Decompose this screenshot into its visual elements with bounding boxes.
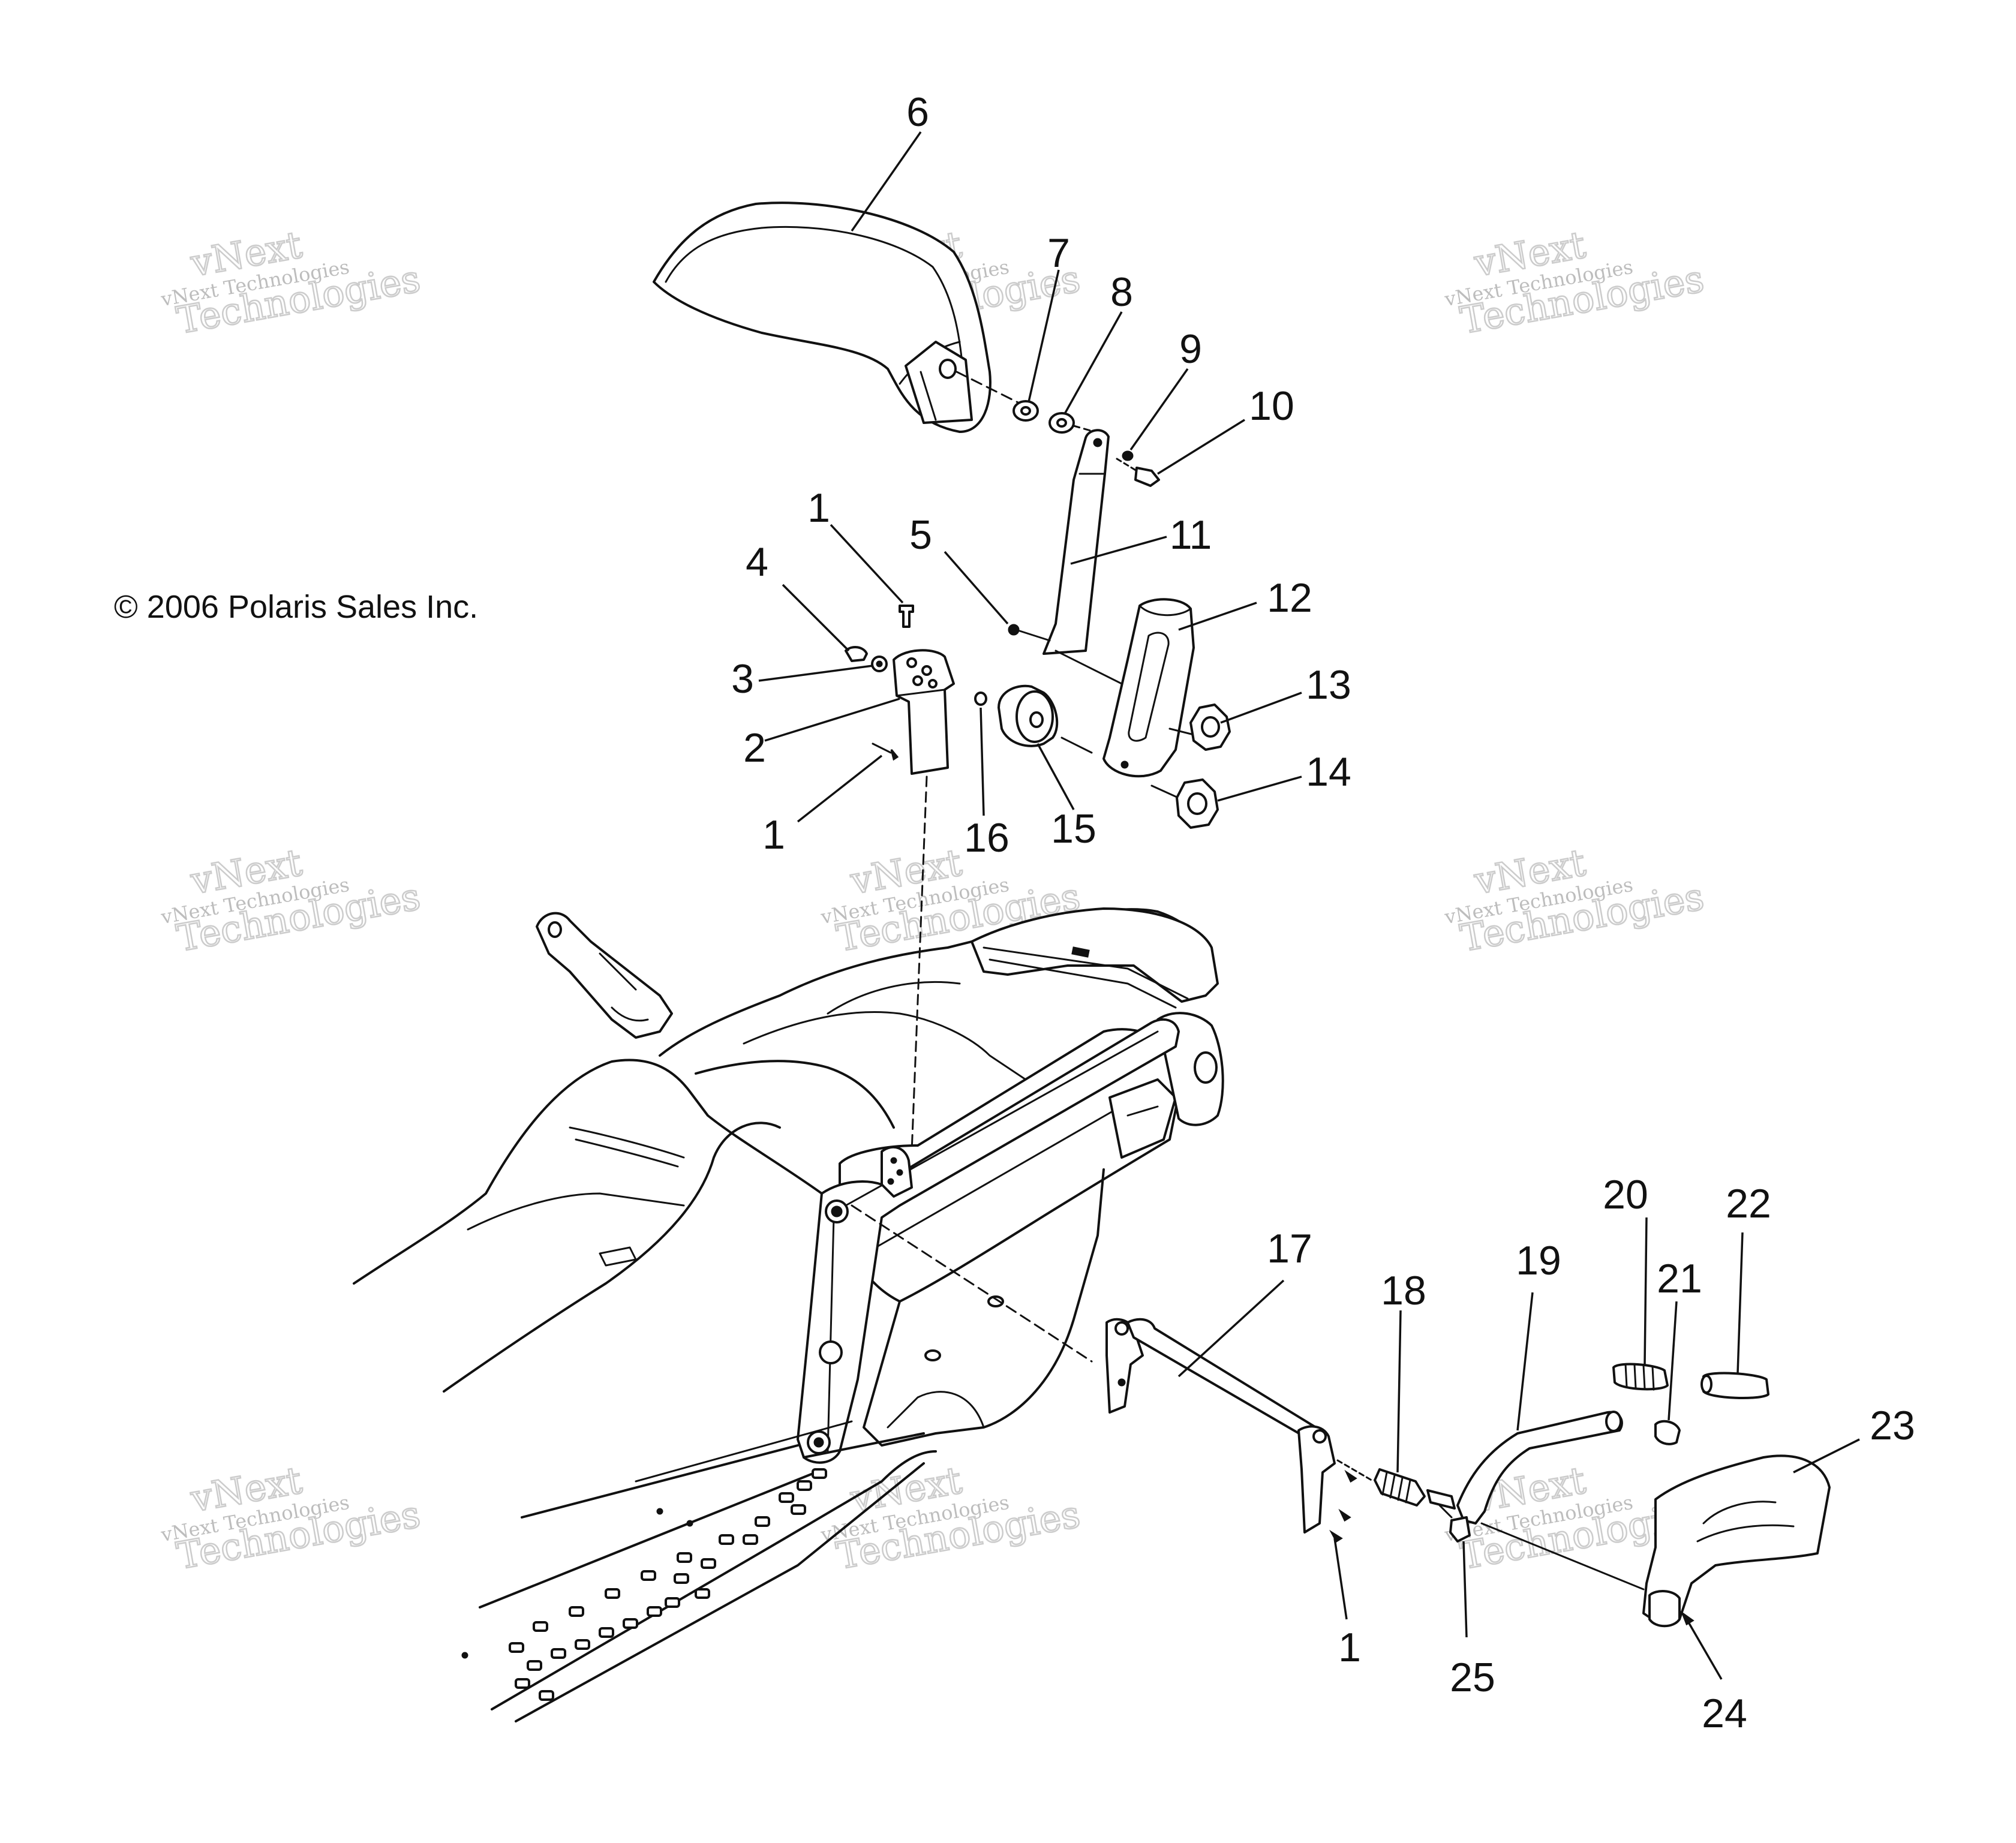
callout-10: 10: [1249, 383, 1294, 429]
callout-16: 16: [964, 815, 1009, 861]
callout-11: 11: [1170, 512, 1212, 558]
callout-20: 20: [1603, 1172, 1648, 1217]
callout-24: 24: [1702, 1691, 1747, 1736]
snowmobile-seat-assembly: [353, 907, 1224, 1722]
part-grab-bar-assembly: [851, 1204, 1831, 1628]
callout-labels: 6 7 8 9 10 11 5 12 13 14 1 4 3 2 1 16 15…: [731, 89, 1915, 1736]
callout-19: 19: [1516, 1238, 1561, 1283]
callout-3: 3: [731, 656, 754, 702]
callout-23: 23: [1870, 1403, 1915, 1448]
callout-18: 18: [1381, 1268, 1426, 1313]
copyright-notice: © 2006 Polaris Sales Inc.: [114, 589, 478, 625]
callout-1-lower: 1: [762, 812, 785, 858]
part-knob-14: [1150, 778, 1219, 829]
callout-8: 8: [1110, 269, 1133, 315]
watermark-8: vNext vNext Technologies Technologies: [819, 1457, 1084, 1579]
callout-12: 12: [1267, 575, 1312, 621]
watermark-7: vNext vNext Technologies Technologies: [159, 1457, 425, 1579]
callout-14: 14: [1306, 749, 1351, 795]
callout-4: 4: [746, 539, 768, 585]
callout-9: 9: [1179, 326, 1202, 372]
callout-13: 13: [1306, 662, 1351, 708]
callout-1-bottom: 1: [1338, 1625, 1361, 1670]
callout-25: 25: [1450, 1655, 1495, 1700]
part-mount-bracket: [845, 605, 987, 1153]
callout-15: 15: [1051, 806, 1096, 852]
callout-1-top: 1: [807, 485, 830, 531]
callout-17: 17: [1267, 1226, 1312, 1271]
part-side-plate: [1102, 598, 1195, 778]
callout-22: 22: [1726, 1181, 1771, 1226]
part-backrest-pad: [653, 202, 992, 433]
watermark-6: vNext vNext Technologies Technologies: [1443, 840, 1708, 961]
leader-lines: [758, 131, 1860, 1680]
callout-2: 2: [743, 725, 766, 771]
callout-5: 5: [909, 512, 932, 558]
watermark-4: vNext vNext Technologies Technologies: [159, 840, 425, 961]
watermark-1: vNext vNext Technologies Technologies: [159, 222, 425, 343]
part-knob-13: [1168, 703, 1231, 751]
watermark-3: vNext vNext Technologies Technologies: [1443, 222, 1708, 343]
part-upper-hardware: [956, 371, 1160, 685]
tunnel-holes: [461, 1468, 827, 1701]
part-spacer-15: [998, 684, 1093, 754]
callout-21: 21: [1657, 1256, 1702, 1301]
callout-6: 6: [906, 89, 929, 135]
callout-7: 7: [1047, 230, 1070, 276]
